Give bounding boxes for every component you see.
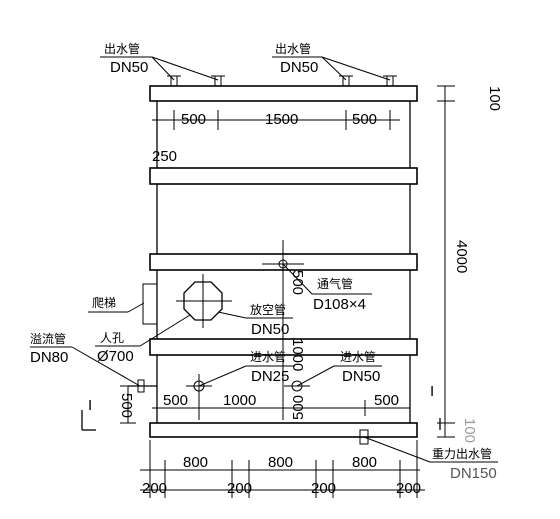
outlet-right-size: DN50 xyxy=(280,59,318,76)
outlet-left-leader-2 xyxy=(151,56,219,81)
inlet-right-label: 进水管 xyxy=(340,349,376,364)
left-vert-dim-500: 500 xyxy=(118,393,135,418)
outlet-right-leader-1 xyxy=(321,56,347,81)
manhole-label: 人孔 xyxy=(100,331,124,345)
ladder-bracket xyxy=(142,283,158,325)
drain-leader xyxy=(217,311,247,319)
height-4000: 4000 xyxy=(453,240,470,273)
outlet-left-leader-1 xyxy=(151,56,175,81)
gravity-outlet-leader xyxy=(363,436,431,463)
mid-vert-dim-1000: 1000 xyxy=(289,338,306,371)
inlet-right-size: DN50 xyxy=(342,368,380,385)
inlet-left-label: 进水管 xyxy=(250,349,286,364)
vent-pipe-size: D108×4 xyxy=(313,296,366,313)
overflow-flange xyxy=(137,379,145,393)
ladder-leader xyxy=(127,302,145,313)
drain-pipe-label: 放空管 xyxy=(250,302,286,317)
top-dim-500-right: 500 xyxy=(352,111,377,128)
base-gap-200-a: 200 xyxy=(142,480,167,497)
bottom-thickness-100: 100 xyxy=(461,418,478,443)
base-dim-800-b: 800 xyxy=(268,454,293,471)
section-mark-left: I xyxy=(88,397,92,414)
top-dim-1500: 1500 xyxy=(265,111,298,128)
top-thickness-100: 100 xyxy=(486,86,503,111)
outlet-stub-2 xyxy=(214,75,222,87)
vent-leader xyxy=(282,263,313,295)
overflow-pipe-size: DN80 xyxy=(30,349,68,366)
outlet-right-label: 出水管 xyxy=(275,41,311,56)
tank-top-plate xyxy=(149,85,418,102)
outlet-right-leader-2 xyxy=(321,56,391,81)
base-dim-800-a: 800 xyxy=(183,454,208,471)
vent-offset-500: 500 xyxy=(289,270,306,295)
gravity-outlet-label: 重力出水管 xyxy=(432,446,492,461)
bottom-dim-500-a: 500 xyxy=(163,392,188,409)
overflow-pipe-label: 溢流管 xyxy=(30,331,66,346)
base-gap-200-c: 200 xyxy=(311,480,336,497)
vent-pipe-label: 通气管 xyxy=(317,276,353,291)
gravity-outlet-stub xyxy=(359,429,369,445)
tank-base-plate xyxy=(149,422,418,438)
section-mark-right: I xyxy=(430,383,434,400)
inlet-left-leader xyxy=(198,365,247,387)
bottom-dim-500-b: 500 xyxy=(290,395,307,420)
bottom-dim-500-c: 500 xyxy=(374,392,399,409)
overflow-leader xyxy=(71,346,141,387)
stiffener-band-1 xyxy=(149,167,418,185)
inlet-right-leader xyxy=(296,365,335,387)
band-gap-250: 250 xyxy=(152,148,177,165)
bottom-dim-1000: 1000 xyxy=(223,392,256,409)
base-gap-200-d: 200 xyxy=(396,480,421,497)
top-dim-500-left: 500 xyxy=(181,111,206,128)
manhole-leader xyxy=(139,314,191,347)
manhole-octagon xyxy=(183,281,223,321)
base-dim-800-c: 800 xyxy=(352,454,377,471)
outlet-left-label: 出水管 xyxy=(104,41,140,56)
base-gap-200-b: 200 xyxy=(227,480,252,497)
outlet-left-size: DN50 xyxy=(110,59,148,76)
ladder-label: 爬梯 xyxy=(92,296,116,310)
manhole-size: Ø700 xyxy=(97,348,134,365)
inlet-left-size: DN25 xyxy=(251,368,289,385)
drain-pipe-size: DN50 xyxy=(251,321,289,338)
gravity-outlet-size: DN150 xyxy=(450,465,497,482)
outlet-stub-4 xyxy=(386,75,394,87)
